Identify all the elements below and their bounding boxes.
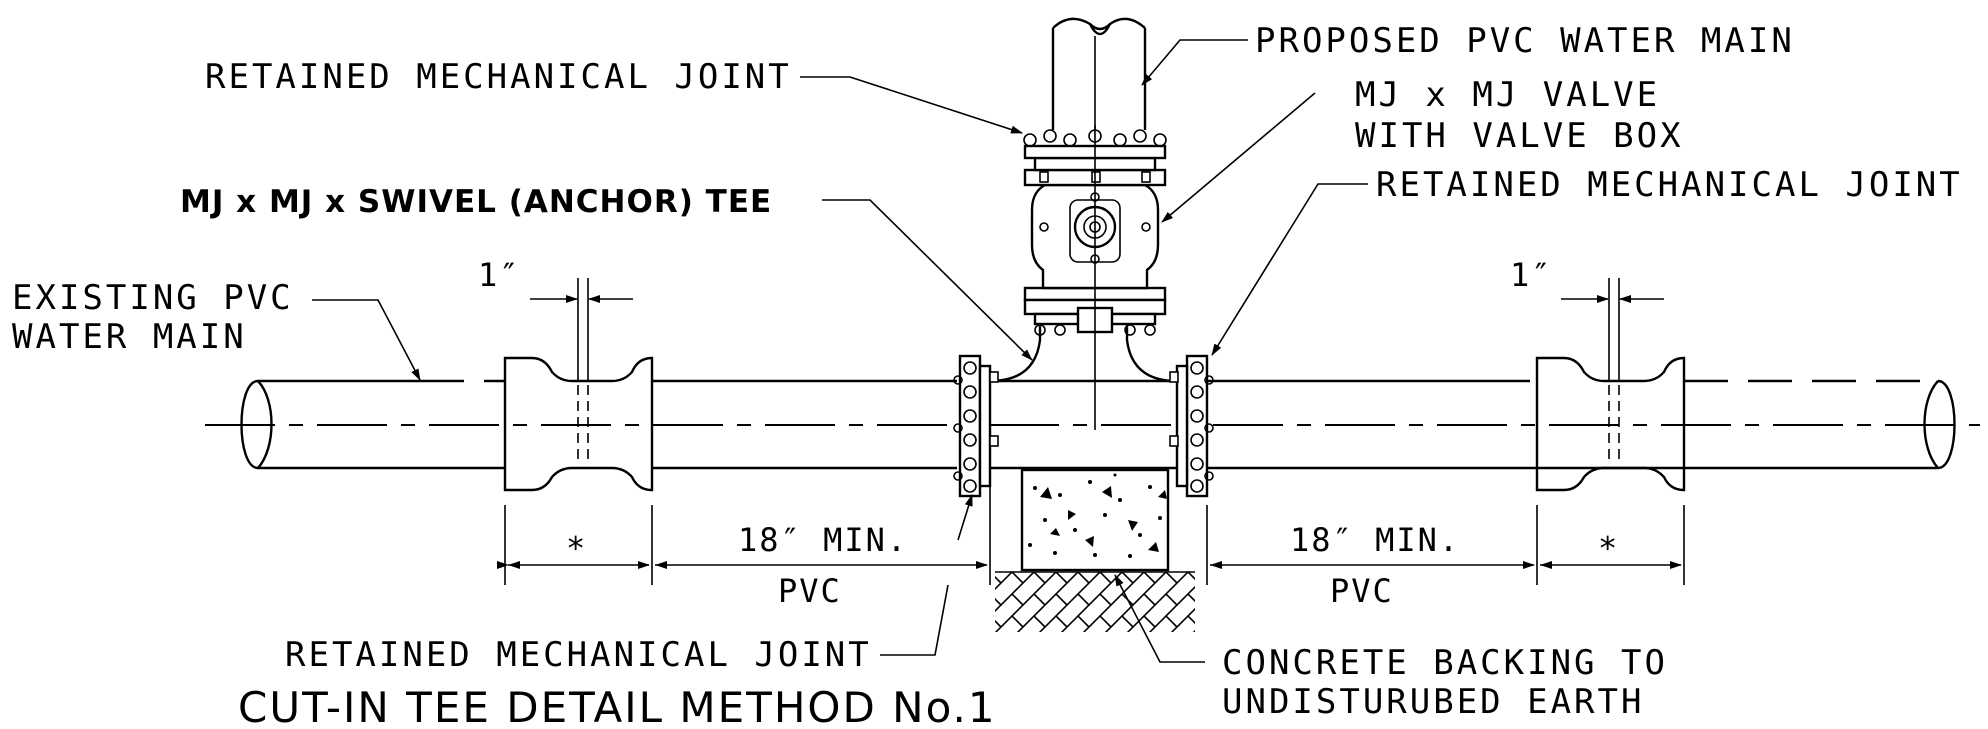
label-existing-line2: WATER MAIN	[12, 317, 247, 357]
label-tee: MJ x MJ x SWIVEL (ANCHOR) TEE	[180, 184, 772, 220]
dim-pvc-left: PVC	[778, 572, 842, 610]
left-coupling	[503, 356, 654, 492]
dim-min-right: 18″ MIN.	[1290, 521, 1460, 559]
mj-valve	[1023, 125, 1167, 430]
dim-star-left: ∗	[566, 523, 587, 561]
dim-gap-left: 1″	[478, 256, 521, 294]
label-valve-line2: WITH VALVE BOX	[1355, 116, 1684, 156]
leader-lines	[312, 39, 1368, 663]
label-retained-mj-top: RETAINED MECHANICAL JOINT	[205, 57, 792, 97]
dim-pvc-right: PVC	[1330, 572, 1394, 610]
right-coupling	[1535, 356, 1686, 492]
concrete-backing	[995, 468, 1195, 632]
label-existing-line1: EXISTING PVC	[12, 278, 294, 318]
label-concrete-line1: CONCRETE BACKING TO	[1222, 643, 1668, 683]
label-proposed-main: PROPOSED PVC WATER MAIN	[1255, 21, 1795, 61]
dimension-lines	[497, 278, 1685, 585]
label-retained-mj-right: RETAINED MECHANICAL JOINT	[1376, 165, 1963, 205]
drawing-title: CUT-IN TEE DETAIL METHOD No.1	[238, 683, 997, 729]
proposed-pipe	[1051, 17, 1147, 130]
label-concrete-line2: UNDISTURUBED EARTH	[1222, 682, 1644, 722]
dim-gap-right: 1″	[1510, 256, 1553, 294]
label-valve-line1: MJ x MJ VALVE	[1355, 75, 1660, 115]
existing-pipe	[205, 379, 1980, 470]
dim-star-right: ∗	[1598, 523, 1619, 561]
left-mj-bolts	[953, 361, 977, 493]
label-retained-mj-bottom: RETAINED MECHANICAL JOINT	[285, 635, 872, 675]
right-mj-bolts	[1190, 361, 1214, 493]
dim-min-left: 18″ MIN.	[738, 521, 908, 559]
